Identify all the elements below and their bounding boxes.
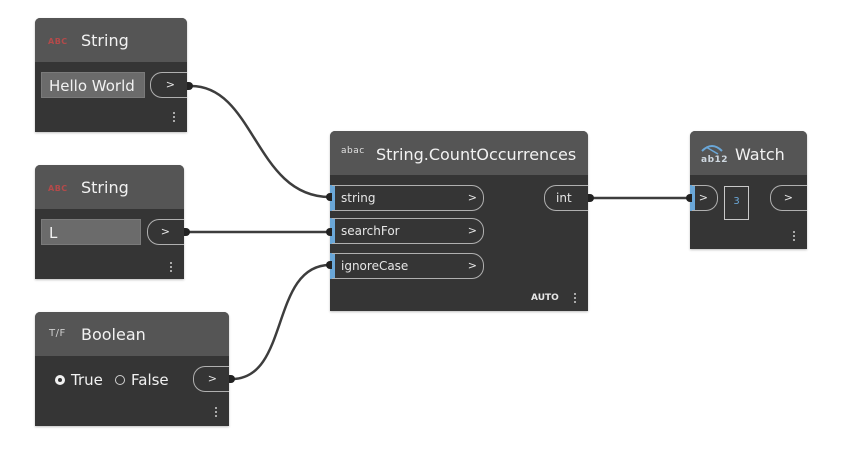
string-type-icon: ABC: [48, 37, 68, 46]
input-connector[interactable]: [326, 193, 332, 201]
port-arrow: >: [467, 224, 477, 237]
watch-node[interactable]: ab12 Watch > 3 >: [690, 131, 807, 249]
input-marker: [330, 218, 335, 244]
port-arrow: >: [467, 259, 477, 272]
true-radio[interactable]: [55, 375, 65, 385]
watch-type-icon: ab12: [701, 155, 729, 165]
lacing-label[interactable]: AUTO: [531, 293, 559, 303]
input-port-searchfor[interactable]: searchFor >: [332, 218, 484, 244]
input-port-ignorecase[interactable]: ignoreCase >: [332, 253, 484, 279]
input-port-string[interactable]: string >: [332, 185, 484, 211]
port-arrow: >: [207, 372, 217, 385]
output-port-int[interactable]: int: [544, 185, 588, 211]
output-connector[interactable]: [229, 375, 235, 383]
output-port[interactable]: >: [150, 72, 187, 98]
node-header[interactable]: [35, 312, 229, 356]
watch-eye-icon: [701, 145, 723, 155]
port-label: int: [556, 191, 572, 205]
node-header[interactable]: [330, 131, 588, 175]
port-arrow: >: [698, 191, 708, 204]
node-menu-dots[interactable]: [214, 405, 218, 417]
node-title: String: [81, 31, 129, 50]
node-header[interactable]: [690, 131, 807, 175]
node-menu-dots[interactable]: [792, 229, 796, 241]
node-title: String.CountOccurrences: [376, 145, 577, 164]
input-marker: [690, 185, 695, 211]
input-connector[interactable]: [326, 261, 332, 269]
watch-input-port[interactable]: >: [692, 185, 718, 211]
node-menu-dots[interactable]: [573, 291, 577, 303]
port-label: string: [341, 191, 376, 205]
input-connector[interactable]: [686, 194, 692, 202]
watch-value-display: 3: [724, 186, 749, 220]
output-port[interactable]: >: [770, 185, 807, 211]
boolean-type-icon: T/F: [49, 328, 66, 339]
output-connector[interactable]: [187, 82, 193, 90]
false-radio[interactable]: [115, 375, 125, 385]
wire-string-to-count: [190, 84, 331, 199]
port-label: ignoreCase: [341, 259, 409, 273]
output-connector[interactable]: [588, 194, 594, 202]
boolean-node[interactable]: T/F Boolean True False >: [35, 312, 229, 426]
output-port[interactable]: >: [193, 366, 229, 392]
node-menu-dots[interactable]: [172, 110, 176, 122]
port-label: searchFor: [341, 224, 400, 238]
function-type-icon: abac: [341, 146, 365, 156]
node-title: Boolean: [81, 325, 146, 344]
port-arrow: >: [467, 191, 477, 204]
node-header[interactable]: [35, 165, 184, 209]
string-value-input[interactable]: L: [41, 219, 141, 245]
true-radio-label[interactable]: True: [71, 371, 103, 389]
output-connector[interactable]: [184, 228, 190, 236]
node-header[interactable]: [35, 18, 187, 62]
node-title: Watch: [735, 145, 785, 164]
port-arrow: >: [160, 225, 170, 238]
string-type-icon: ABC: [48, 184, 68, 193]
node-menu-dots[interactable]: [169, 260, 173, 272]
string-node-l[interactable]: ABC String L >: [35, 165, 184, 279]
port-arrow: >: [165, 78, 175, 91]
input-marker: [330, 253, 335, 279]
input-marker: [330, 185, 335, 211]
port-arrow: >: [783, 191, 793, 204]
wire-boolean-to-count: [231, 263, 331, 381]
output-port[interactable]: >: [147, 219, 184, 245]
input-connector[interactable]: [326, 228, 332, 236]
string-node-hello[interactable]: ABC String Hello World >: [35, 18, 187, 132]
count-occurrences-node[interactable]: abac String.CountOccurrences string > se…: [330, 131, 588, 311]
false-radio-label[interactable]: False: [131, 371, 169, 389]
string-value-input[interactable]: Hello World: [41, 72, 145, 98]
node-title: String: [81, 178, 129, 197]
